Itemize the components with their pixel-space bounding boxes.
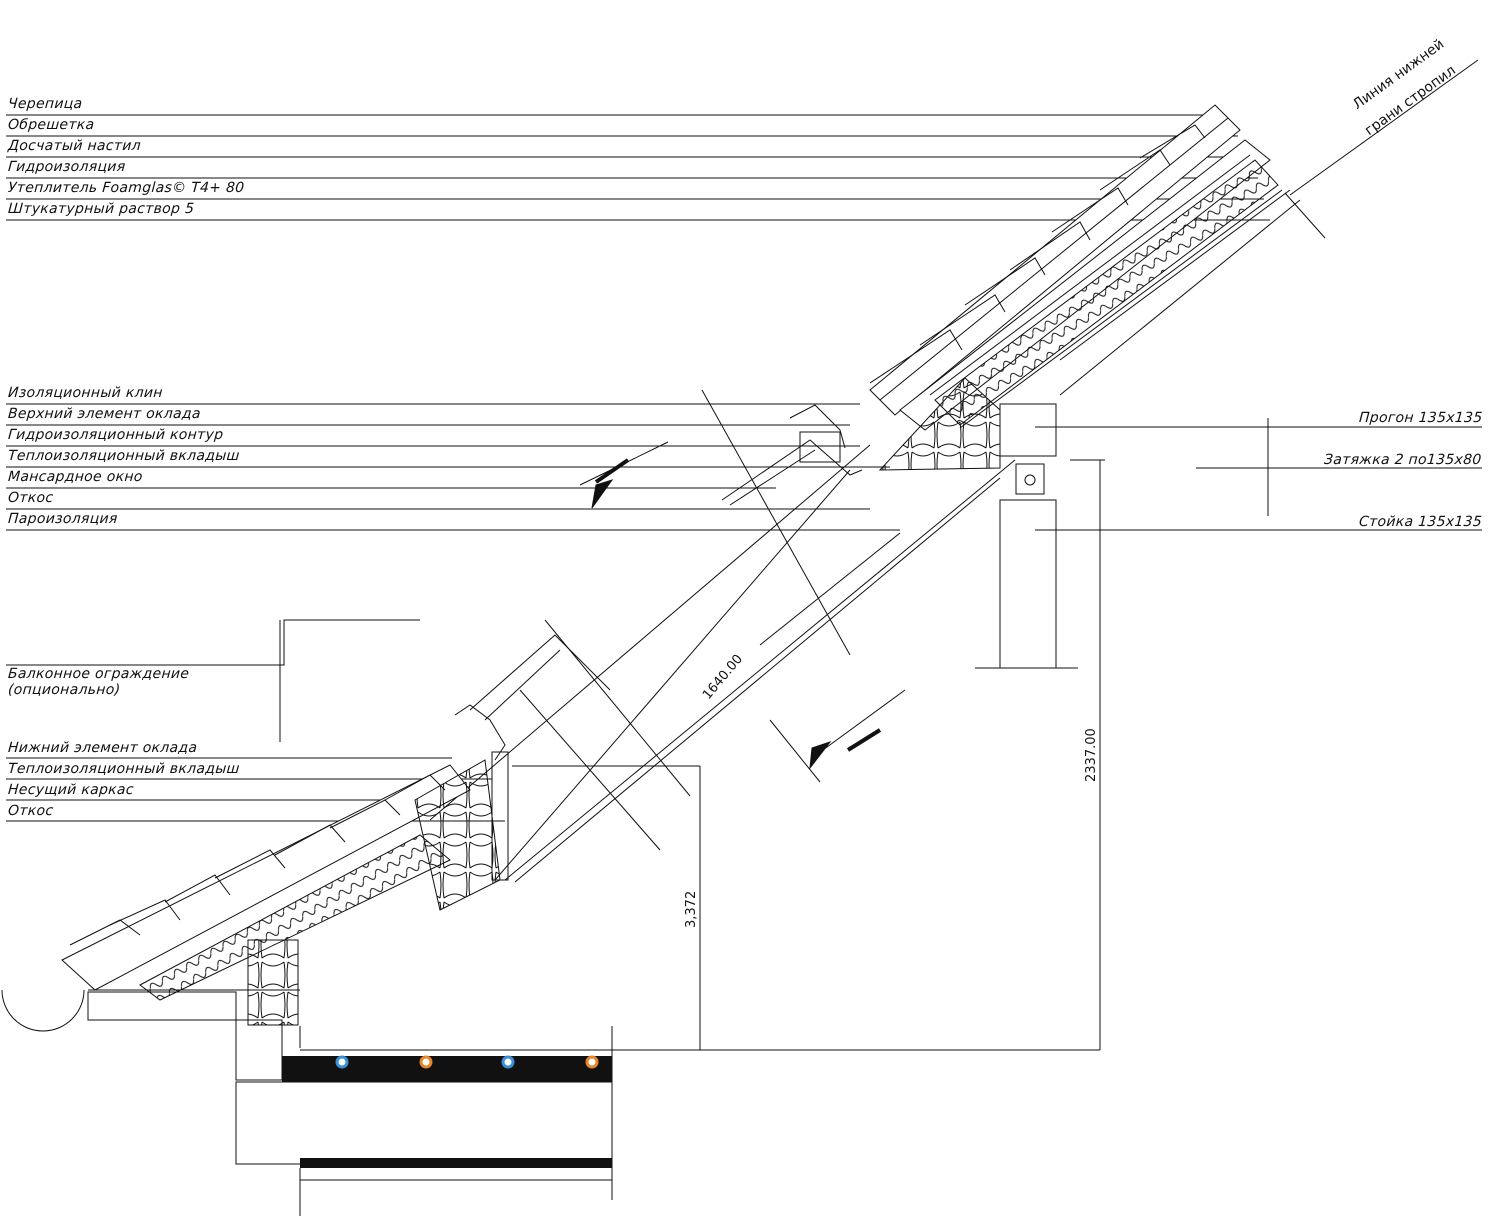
dim-vert	[300, 459, 1105, 1051]
label-thermal-insert-low: Теплоизоляционный вкладыш	[7, 761, 241, 777]
dim-3372: 3,372	[684, 890, 699, 928]
label-upper-flashing: Верхний элемент оклада	[7, 406, 202, 422]
pipe-blue-icon	[501, 1055, 515, 1069]
heated-floor-slab	[282, 1056, 612, 1082]
upper-window	[721, 404, 863, 506]
label-waterproofing: Гидроизоляция	[7, 159, 127, 175]
pipe-blue-icon	[335, 1055, 349, 1069]
lower-roof	[61, 759, 501, 1026]
label-purlin: Прогон 135x135	[1358, 410, 1483, 426]
pipe-orange-icon	[419, 1055, 433, 1069]
label-thermal-insert: Теплоизоляционный вкладыш	[7, 448, 241, 464]
label-battens: Обрешетка	[7, 117, 96, 133]
label-plaster: Штукатурный раствор 5	[7, 201, 195, 217]
upper-roof	[869, 104, 1301, 431]
rafter-leader	[1289, 59, 1479, 196]
leaders-low	[6, 619, 505, 822]
label-load-frame: Несущий каркас	[7, 782, 135, 798]
label-balcony: Балконное ограждение	[7, 666, 190, 682]
tie-beam	[1015, 463, 1045, 495]
ceiling-strip	[300, 1158, 612, 1168]
label-roof-window: Мансардное окно	[7, 469, 144, 485]
label-lower-flashing: Нижний элемент оклада	[7, 740, 198, 756]
pipe-orange-icon	[585, 1055, 599, 1069]
leaders-mid	[6, 403, 900, 531]
label-reveal-low: Откос	[7, 803, 54, 819]
label-waterproof-collar: Гидроизоляционный контур	[7, 427, 224, 443]
label-tile: Черепица	[7, 96, 84, 112]
gutter	[1, 989, 85, 1032]
label-vapour-barrier: Пароизоляция	[7, 511, 119, 527]
label-reveal: Откос	[7, 490, 54, 506]
label-insulation-wedge: Изоляционный клин	[7, 385, 164, 401]
dim-2337: 2337.00	[1084, 728, 1099, 782]
label-post: Стойка 135x135	[1358, 514, 1483, 530]
leaders-right	[1035, 418, 1482, 531]
label-insulation: Утеплитель Foamglas© T4+ 80	[7, 180, 245, 196]
label-boarding: Досчатый настил	[7, 138, 142, 154]
dim-diag	[429, 389, 871, 851]
reveal-upper	[494, 469, 851, 881]
label-balcony-optional: (опционально)	[7, 682, 121, 698]
label-tie: Затяжка 2 по135x80	[1323, 452, 1483, 468]
post	[999, 499, 1057, 669]
purlin-beam	[999, 403, 1057, 457]
leaders-top	[6, 114, 1270, 221]
